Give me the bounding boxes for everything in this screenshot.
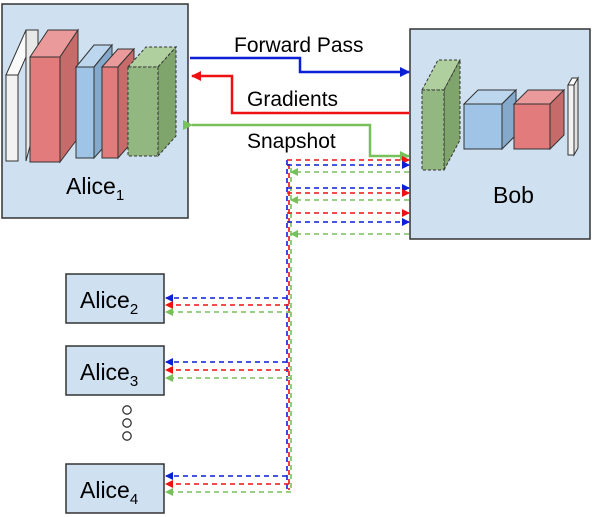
bob-layer-green [421, 59, 461, 171]
gradients-arrow: Gradients [191, 71, 409, 115]
alice1-layer-red-large [29, 28, 79, 164]
alice3-arrows [165, 358, 291, 382]
bob-layer-white [567, 76, 579, 157]
bob-dashed-arrows [287, 156, 410, 238]
snapshot-arrow: Snapshot [183, 120, 410, 161]
alice4-label: Alice4 [80, 477, 138, 508]
gradients-label: Gradients [247, 88, 338, 111]
alice2-label: Alice2 [80, 287, 138, 318]
bob-box: Bob [409, 28, 591, 240]
vertical-ellipsis-icon [122, 405, 132, 441]
alice4-arrows [165, 472, 291, 496]
alice4-box: Alice4 [65, 463, 165, 514]
alice1-box: Alice1 [1, 3, 189, 219]
alice3-box: Alice3 [65, 345, 165, 396]
alice1-layer-green [126, 45, 178, 158]
alice2-box: Alice2 [65, 273, 165, 324]
alice2-arrows [165, 294, 291, 316]
alice1-label: Alice1 [66, 173, 124, 204]
forward-pass-label: Forward Pass [234, 34, 364, 57]
bob-layer-blue [462, 88, 518, 151]
dashed-trunk [286, 160, 292, 490]
alice3-label: Alice3 [80, 359, 138, 390]
alice1-layer-blue [74, 43, 114, 160]
bob-layer-red [512, 88, 566, 151]
bob-label: Bob [493, 182, 534, 208]
snapshot-label: Snapshot [247, 130, 336, 153]
forward-pass-arrow: Forward Pass [190, 34, 410, 77]
